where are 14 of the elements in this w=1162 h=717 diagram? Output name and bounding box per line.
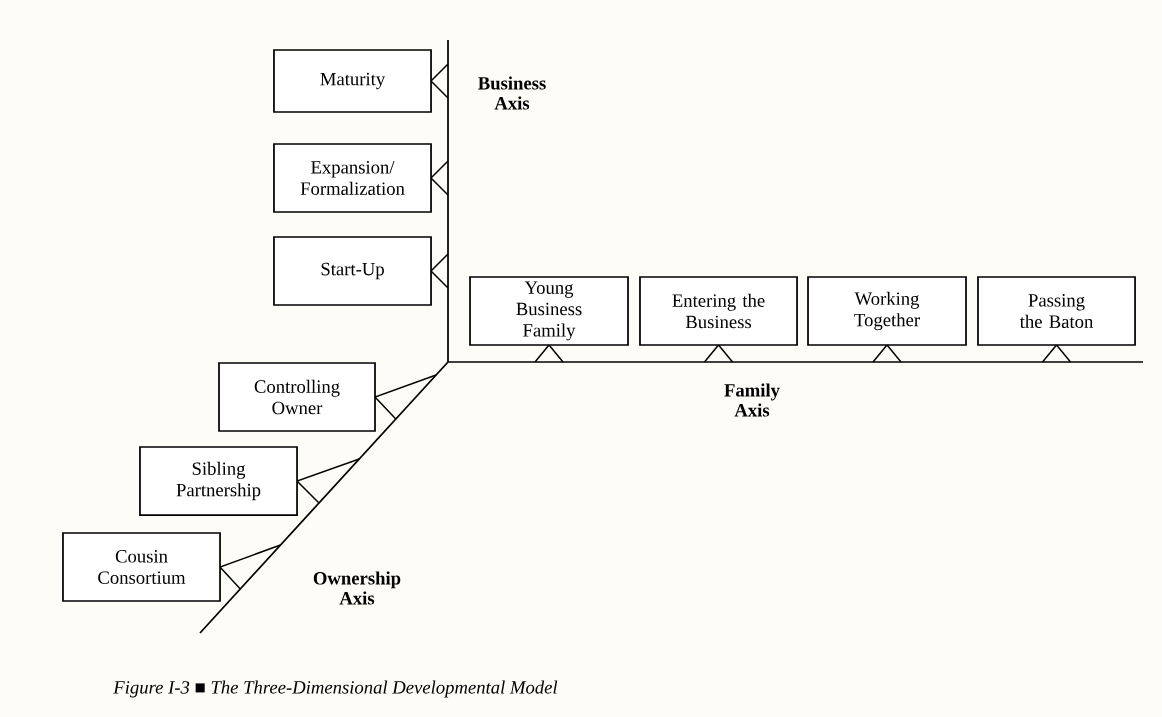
stage-box: Start-Up [273,236,432,306]
stage-box: Expansion/ Formalization [273,143,432,213]
stage-box: Cousin Consortium [62,532,221,602]
caption: Figure I-3 ■ The Three-Dimensional Developmental Model [113,680,558,698]
axis-label: Ownership Axis [313,571,401,605]
stage-box: Passing the Baton [977,276,1136,346]
stage-box: Young Business Family [469,276,629,346]
axis-label: Family Axis [724,383,780,417]
stage-box: Entering the Business [639,276,798,346]
stage-box: Maturity [273,49,432,113]
stage-box: Working Together [807,276,967,346]
stage-box: Controlling Owner [218,362,376,432]
axis-label: Business Axis [478,76,546,110]
stage-box: Sibling Partnership [139,446,298,516]
